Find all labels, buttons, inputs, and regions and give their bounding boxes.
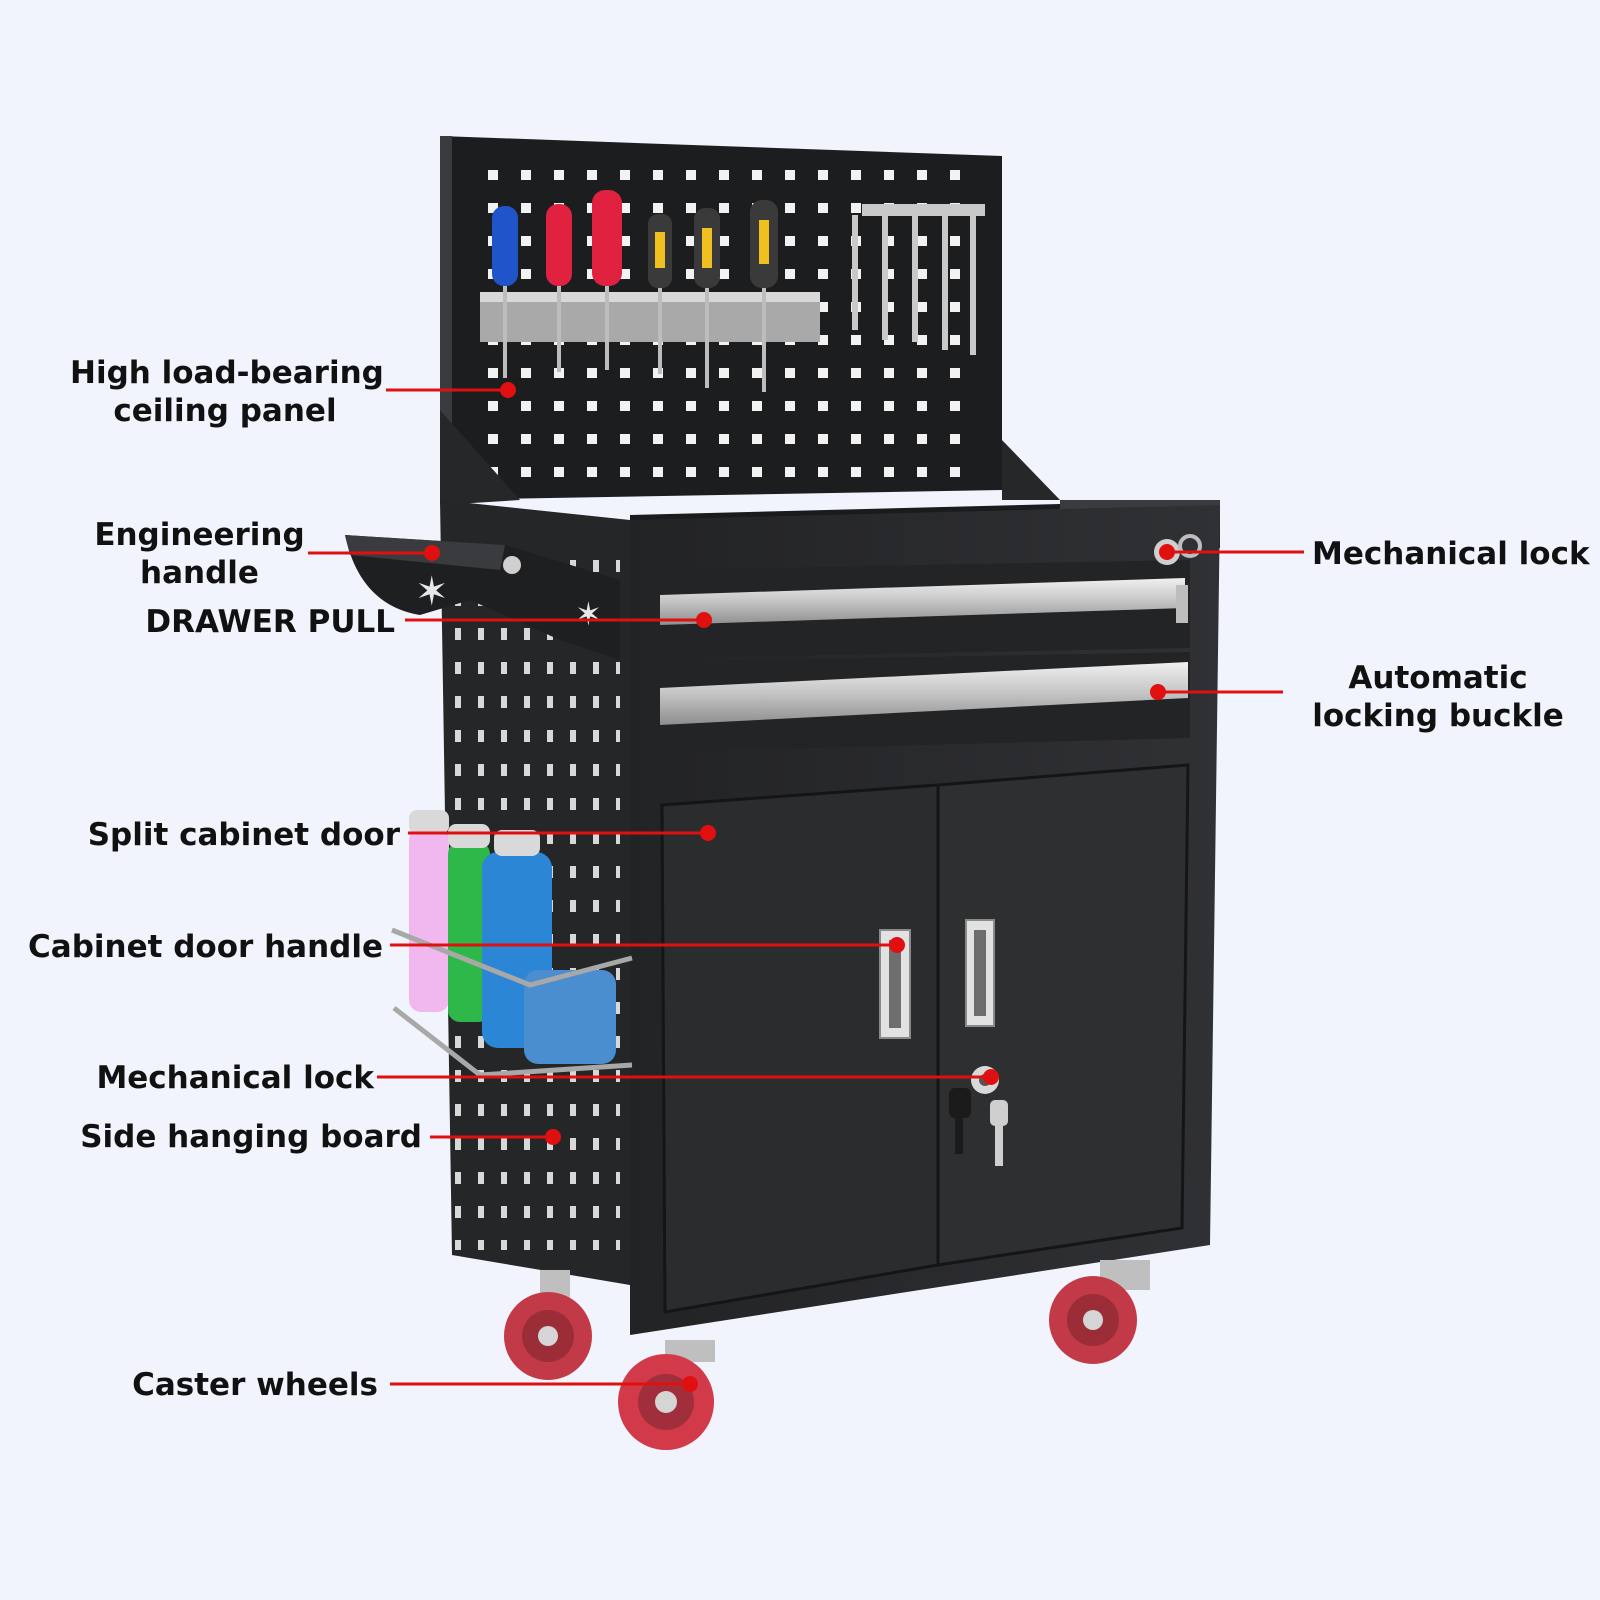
can-basket — [391, 927, 633, 1078]
label-drawer-pull: DRAWER PULL — [145, 604, 395, 640]
spray-can-icons — [409, 810, 616, 1064]
label-mechanical-lock-right: Mechanical lock — [1312, 536, 1590, 572]
label-ceiling-panel: High load-bearing ceiling panel — [70, 355, 384, 429]
label-side-hanging-board: Side hanging board — [80, 1119, 422, 1155]
label-cabinet-door-handle: Cabinet door handle — [28, 929, 383, 965]
callout-dots — [424, 382, 1175, 1392]
label-engineering-handle: Engineering handle — [94, 517, 305, 591]
screwdriver-red-icon — [546, 204, 572, 372]
screwdriver-yellow-icon — [694, 208, 720, 388]
wheel-front-left-icon — [618, 1340, 715, 1450]
screwdriver-red-icon — [592, 190, 622, 370]
screwdriver-yellow-icon — [648, 214, 672, 374]
screwdriver-blue-icon — [492, 206, 518, 378]
svg-text:✶: ✶ — [575, 595, 602, 633]
label-caster-wheels: Caster wheels — [132, 1367, 378, 1403]
split-cabinet-door — [660, 763, 1190, 1314]
drawer-bottom — [655, 652, 1190, 752]
screwdriver-icons — [492, 190, 778, 392]
callout-lines — [308, 388, 1304, 1386]
wheel-back-left-icon — [504, 1270, 592, 1380]
screwdriver-yellow-icon — [750, 200, 778, 392]
svg-text:✶: ✶ — [415, 569, 449, 615]
label-split-cabinet-door: Split cabinet door — [87, 817, 400, 853]
wheel-back-right-icon — [1049, 1260, 1150, 1364]
label-automatic-locking-buckle: Automatic locking buckle — [1312, 660, 1564, 734]
screwdriver-rail — [480, 292, 820, 342]
wrench-set-icon — [852, 204, 985, 355]
label-mechanical-lock-left: Mechanical lock — [96, 1060, 374, 1096]
drawer-top — [655, 560, 1190, 658]
caster-wheel-icons — [504, 1260, 1150, 1450]
